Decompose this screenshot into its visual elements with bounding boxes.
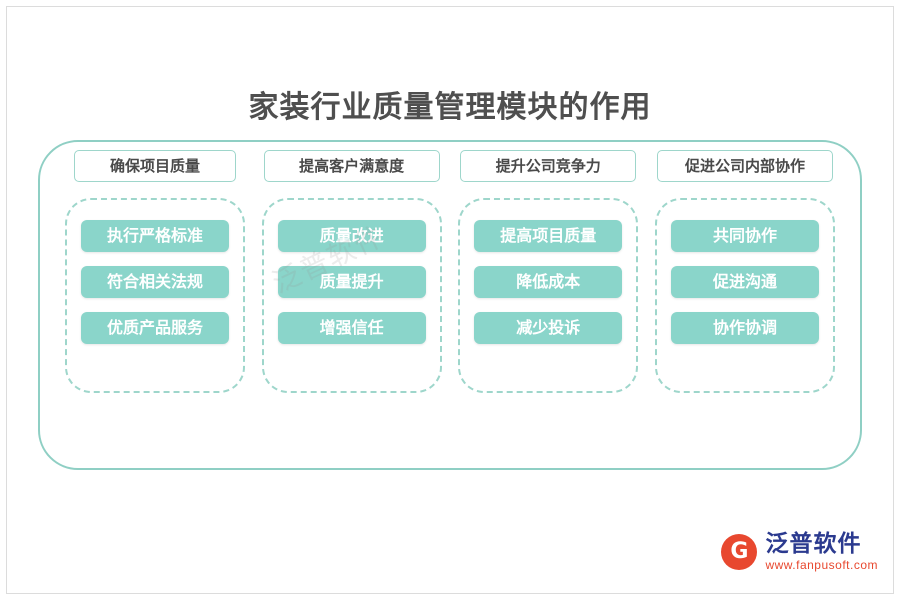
columns-container: 确保项目质量 执行严格标准 符合相关法规 优质产品服务 提高客户满意度 质量改进…: [38, 140, 862, 470]
column-customer-satisfaction: 提高客户满意度 质量改进 质量提升 增强信任: [259, 140, 445, 470]
logo-mark-icon: G: [721, 533, 758, 570]
column-header: 确保项目质量: [74, 150, 236, 182]
column-dashed-box: 执行严格标准 符合相关法规 优质产品服务: [65, 198, 245, 393]
list-item[interactable]: 共同协作: [670, 220, 819, 252]
column-dashed-box: 共同协作 促进沟通 协作协调: [654, 198, 835, 393]
column-internal-collaboration: 促进公司内部协作 共同协作 促进沟通 协作协调: [652, 140, 838, 470]
page-title: 家装行业质量管理模块的作用: [248, 90, 652, 125]
list-item[interactable]: 提高项目质量: [474, 220, 623, 252]
list-item[interactable]: 协作协调: [670, 312, 819, 344]
column-header: 提高客户满意度: [263, 150, 440, 182]
column-ensure-project-quality: 确保项目质量 执行严格标准 符合相关法规 优质产品服务: [62, 140, 248, 470]
list-item[interactable]: 质量改进: [277, 220, 426, 252]
logo-url: www.fanpusoft.com: [765, 557, 878, 572]
logo-name: 泛普软件: [765, 530, 862, 557]
list-item[interactable]: 质量提升: [277, 266, 426, 298]
list-item[interactable]: 优质产品服务: [81, 312, 229, 344]
column-dashed-box: 质量改进 质量提升 增强信任: [261, 198, 442, 393]
column-header: 提升公司竞争力: [460, 150, 637, 182]
outer-frame: [38, 140, 862, 470]
brand-logo: G 泛普软件 www.fanpusoft.com: [721, 530, 878, 572]
logo-text-block: 泛普软件 www.fanpusoft.com: [765, 530, 878, 572]
list-item[interactable]: 促进沟通: [670, 266, 819, 298]
column-dashed-box: 提高项目质量 降低成本 减少投诉: [458, 198, 639, 393]
list-item[interactable]: 符合相关法规: [81, 266, 229, 298]
column-competitiveness: 提升公司竞争力 提高项目质量 降低成本 减少投诉: [455, 140, 641, 470]
list-item[interactable]: 降低成本: [474, 266, 623, 298]
list-item[interactable]: 增强信任: [277, 312, 426, 344]
column-header: 促进公司内部协作: [656, 150, 833, 182]
list-item[interactable]: 减少投诉: [474, 312, 623, 344]
list-item[interactable]: 执行严格标准: [81, 220, 229, 252]
